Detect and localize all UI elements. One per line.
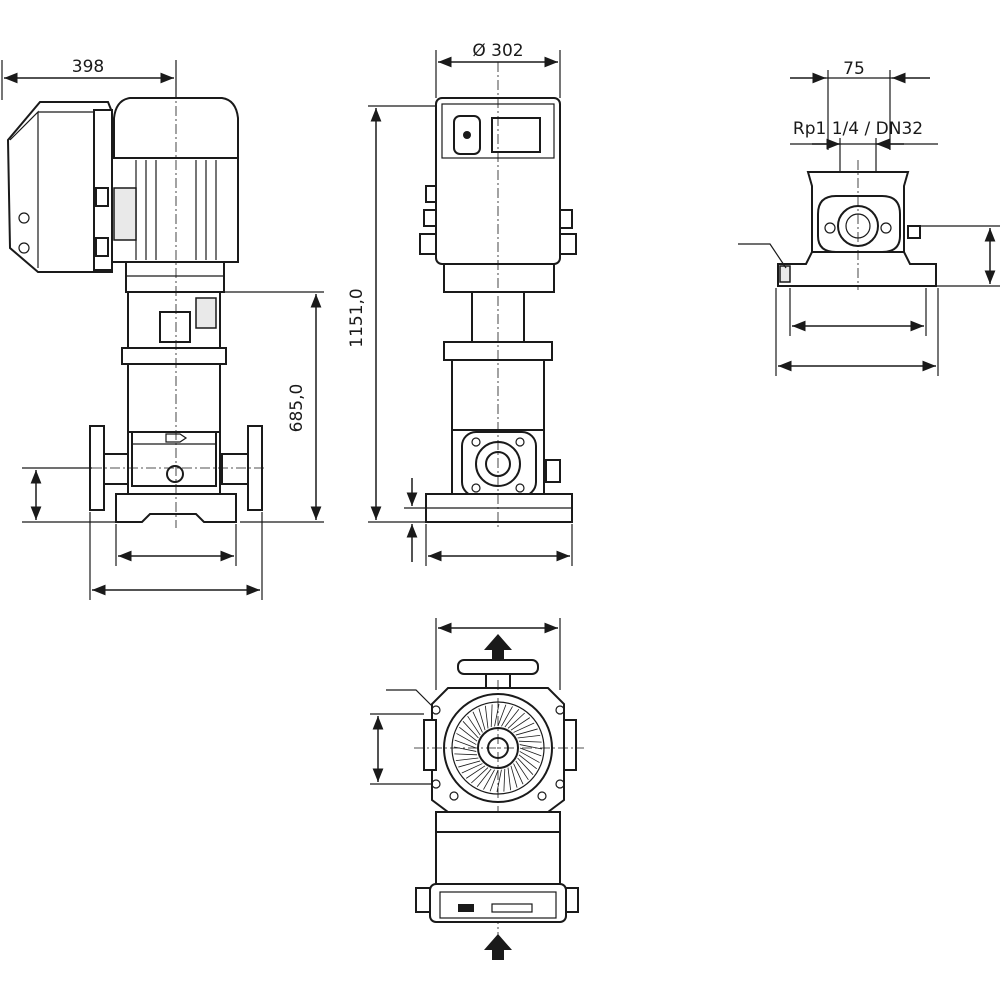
dimension-top-offset: [370, 689, 433, 785]
arrow-up-icon: [484, 634, 512, 660]
label-pump-height: 685,0: [287, 384, 307, 433]
dimension-detail-widths: [775, 288, 939, 376]
dimension-top-width: [435, 618, 561, 690]
side-view: 398: [1, 57, 324, 600]
pump-base-top: [415, 811, 579, 923]
label-flange-distance: 75: [843, 59, 865, 79]
dimension-front-base-width: [425, 524, 573, 566]
dimension-base-widths: [89, 512, 263, 600]
top-flange: [457, 659, 539, 689]
flange-detail-body: [777, 171, 937, 287]
dimension-base-gap: [404, 478, 426, 562]
control-box: [6, 101, 113, 273]
coupling-lantern: [121, 291, 227, 365]
pump-stack: [127, 363, 221, 500]
dimension-flange-height: [22, 467, 116, 523]
dimension-detail-height: [918, 225, 1000, 287]
dimension-overall-height: 1151,0: [347, 105, 436, 523]
label-overall-height: 1151,0: [347, 288, 367, 347]
front-flange: [461, 431, 561, 497]
label-motor-width: 398: [72, 57, 104, 77]
dimension-flange-distance: 75: [790, 59, 930, 150]
arrow-up-icon: [484, 934, 512, 960]
label-diameter: Ø 302: [472, 41, 523, 61]
front-base: [425, 493, 573, 523]
top-view: [370, 618, 584, 960]
pipe-flanges: [89, 425, 263, 511]
front-view: Ø 302: [347, 41, 577, 566]
label-pipe-connection: Rp1 1/4 / DN32: [793, 119, 923, 139]
dimension-motor-width: 398: [1, 57, 177, 100]
motor: [111, 97, 239, 293]
dimension-pump-height: 685,0: [220, 291, 324, 523]
control-head: [419, 97, 577, 293]
flange-detail-view: 75 Rp1 1/4 / DN32: [738, 59, 1000, 376]
